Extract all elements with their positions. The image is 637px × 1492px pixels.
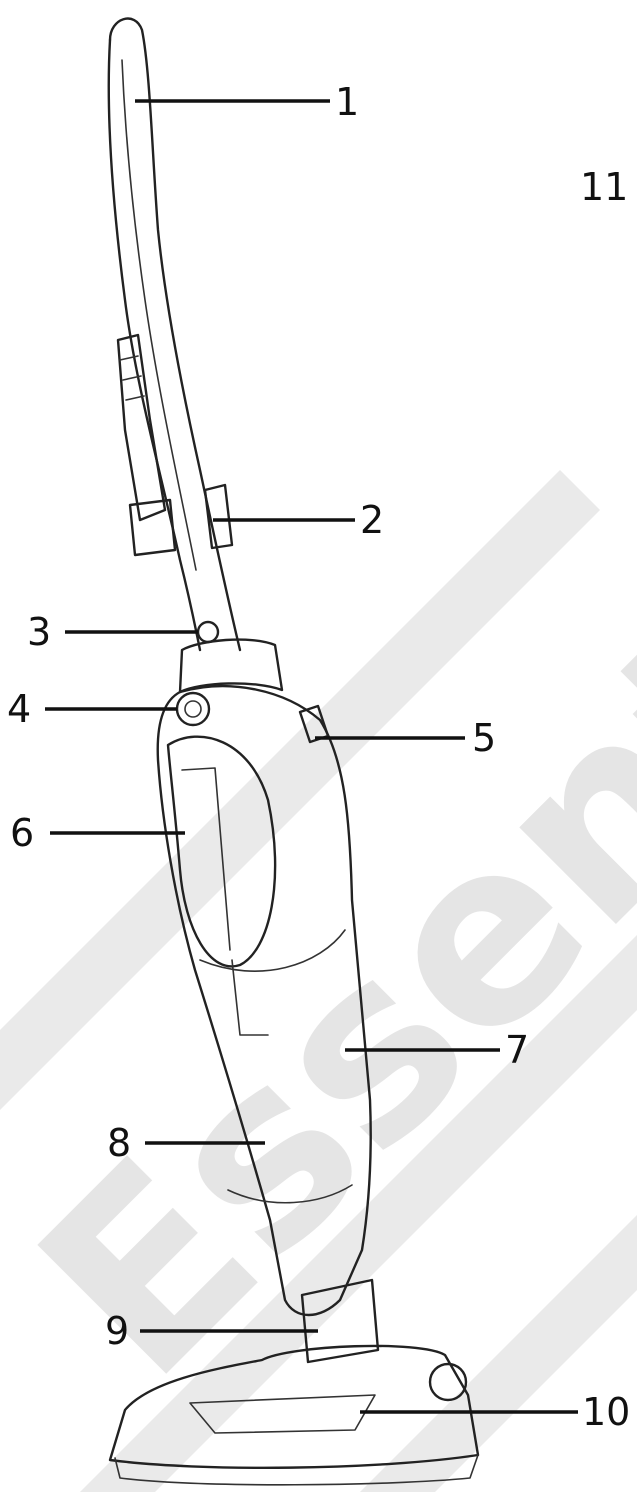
callout-labels: 1 2 3 4 5 6 7 8 9 10 11: [7, 80, 630, 1434]
callout-2: 2: [360, 498, 384, 542]
callout-6: 6: [10, 811, 34, 855]
callout-4: 4: [7, 687, 31, 731]
callout-10: 10: [582, 1390, 630, 1434]
watermark-stripes: [0, 470, 637, 1492]
callout-11: 11: [580, 165, 628, 209]
callout-3: 3: [27, 610, 51, 654]
callout-7: 7: [505, 1028, 529, 1072]
callout-5: 5: [472, 716, 496, 760]
callout-1: 1: [335, 80, 359, 124]
leader-lines: [45, 99, 578, 1414]
callout-8: 8: [107, 1121, 131, 1165]
callout-9: 9: [105, 1309, 129, 1353]
